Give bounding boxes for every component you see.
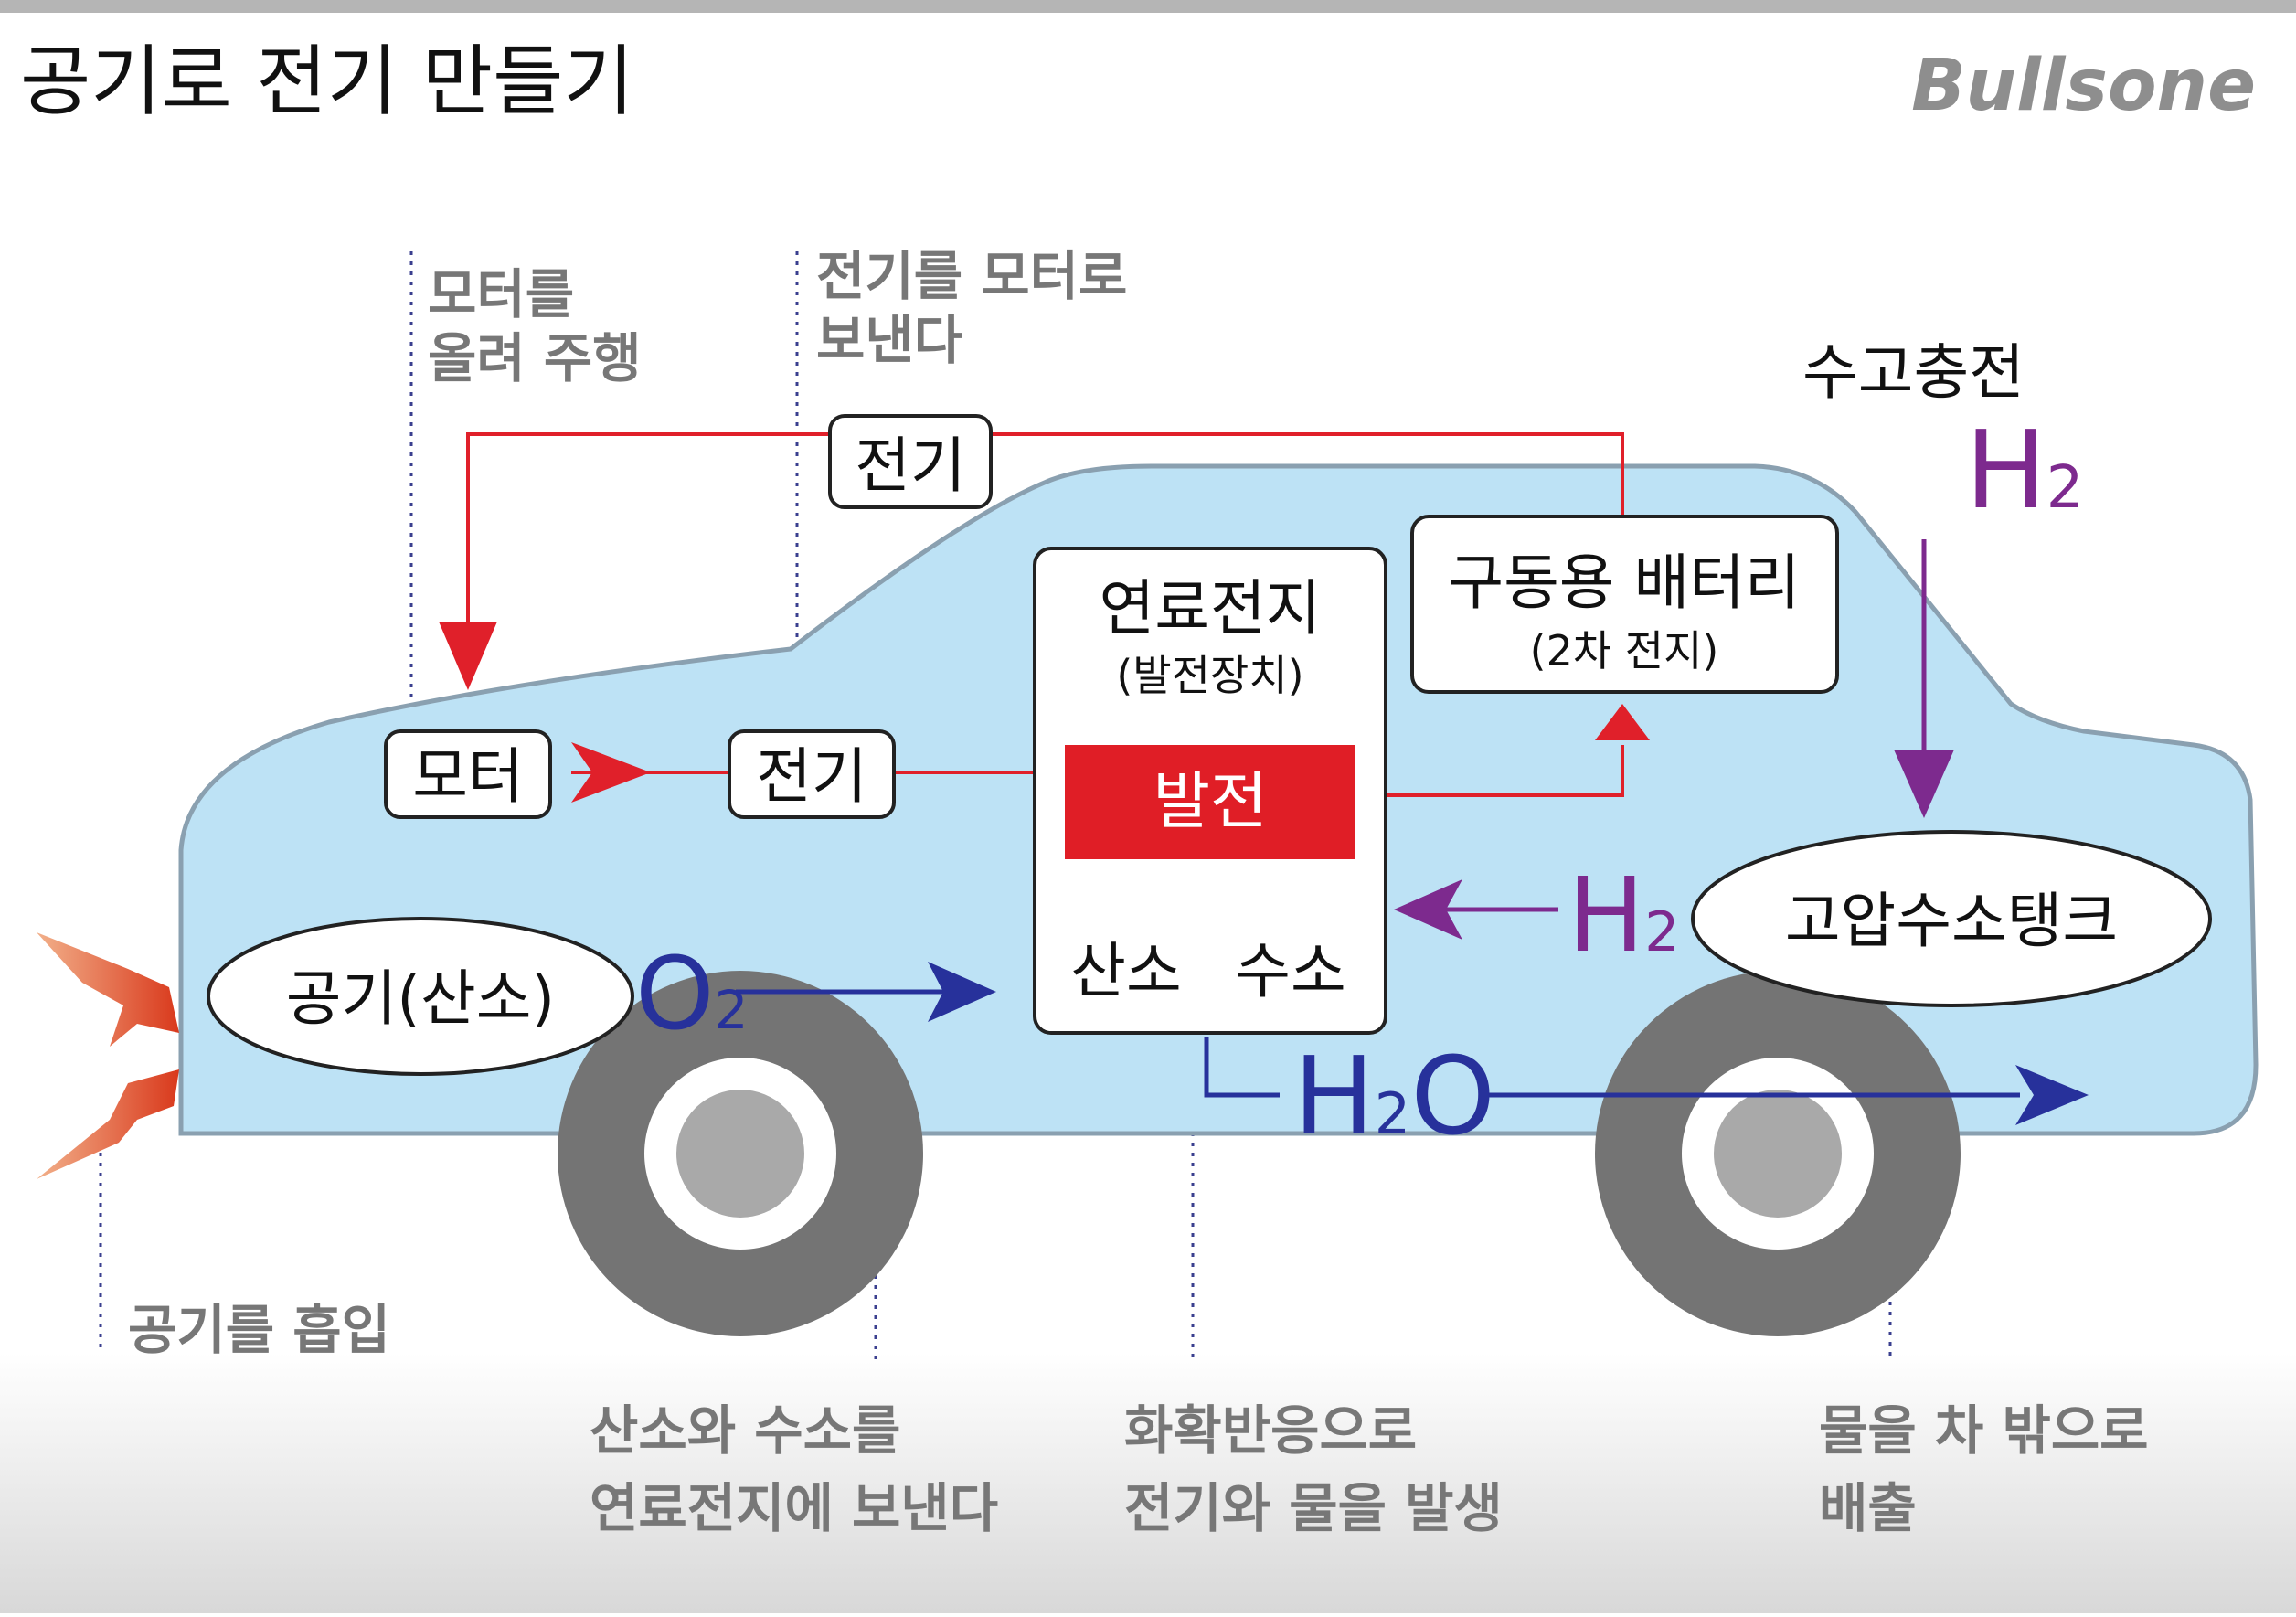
hydrogen-tank: 고압수소탱크	[1691, 830, 2212, 1007]
oxygen-label: 산소	[1070, 936, 1181, 1006]
arrow-h2-to-tank	[1894, 750, 1954, 818]
svg-text:모터: 모터	[412, 741, 523, 812]
send-to-cell-caption-2: 연료전지에 보낸다	[590, 1477, 998, 1539]
water-out-caption-1: 물을 차 밖으로	[1819, 1399, 2149, 1462]
o2-formula: O2	[635, 935, 749, 1052]
h2o-formula: H2O	[1293, 1033, 1495, 1159]
page-title: 공기로 전기 만들기	[20, 37, 634, 126]
fuel-cell-title: 연료전지	[1100, 573, 1322, 644]
brand-logo: Bullsone	[1911, 45, 2256, 127]
generate-label: 발전	[1153, 766, 1267, 838]
bottom-fade	[0, 1353, 2296, 1613]
hydrogen-arrowheads	[1394, 750, 1954, 940]
arrow-o2-to-cell	[928, 962, 996, 1022]
arrow-water-out	[2015, 1065, 2089, 1125]
water-out-caption-2: 배출	[1819, 1477, 1917, 1539]
fuel-cell-box: 연료전지 (발전장치) 발전 산소 수소	[1033, 547, 1387, 1035]
reaction-caption-1: 화확반응으로	[1124, 1399, 1417, 1462]
svg-text:전기: 전기	[756, 741, 866, 812]
electricity-top-box: 전기	[828, 414, 993, 509]
arrow-up-to-battery	[1595, 704, 1650, 740]
reaction-caption-2: 전기와 물을 발생	[1124, 1477, 1503, 1539]
arrow-h2-to-cell	[1394, 879, 1462, 940]
battery-title: 구동용 배터리	[1448, 548, 1800, 618]
flow-lines	[736, 989, 2020, 1098]
battery-subtitle: (2차 전지)	[1530, 626, 1719, 676]
send-to-cell-caption-1: 산소와 수소를	[590, 1399, 900, 1462]
battery-box: 구동용 배터리 (2차 전지)	[1410, 515, 1839, 694]
air-intake-caption: 공기를 흡입	[128, 1299, 390, 1361]
hydrogen-label: 수소	[1235, 936, 1345, 1006]
send-to-motor-caption-2: 보낸다	[816, 309, 962, 371]
send-to-motor-caption-1: 전기를 모터로	[816, 245, 1127, 307]
motor-box: 모터	[384, 729, 552, 819]
motor-drive-caption-2: 올려 주행	[428, 327, 642, 389]
h2-supply-formula: H2	[1568, 856, 1679, 975]
h2-charge-formula: H2	[1965, 407, 2083, 533]
svg-text:공기(산소): 공기(산소)	[286, 963, 555, 1034]
electric-arrowheads	[439, 622, 1650, 803]
rear-wheel	[1595, 971, 1961, 1336]
fuel-cell-subtitle: (발전장치)	[1116, 651, 1303, 700]
air-oxygen-ellipse: 공기(산소)	[207, 917, 634, 1076]
arrow-down-to-motor	[439, 622, 497, 690]
hydrogen-lines	[1435, 539, 1927, 912]
hydrogen-charge-caption: 수고충전	[1802, 337, 2025, 408]
flow-arrowheads	[928, 962, 2089, 1125]
front-wheel	[558, 971, 923, 1336]
top-rule	[0, 0, 2296, 13]
svg-text:전기: 전기	[855, 431, 965, 501]
motor-drive-caption-1: 모터를	[428, 263, 574, 325]
air-intake-arrows	[37, 932, 179, 1179]
electricity-mid-box: 전기	[728, 729, 896, 819]
generate-panel	[1065, 745, 1355, 859]
arrow-left-to-motor	[571, 742, 651, 803]
svg-text:고압수소탱크: 고압수소탱크	[1785, 886, 2118, 956]
